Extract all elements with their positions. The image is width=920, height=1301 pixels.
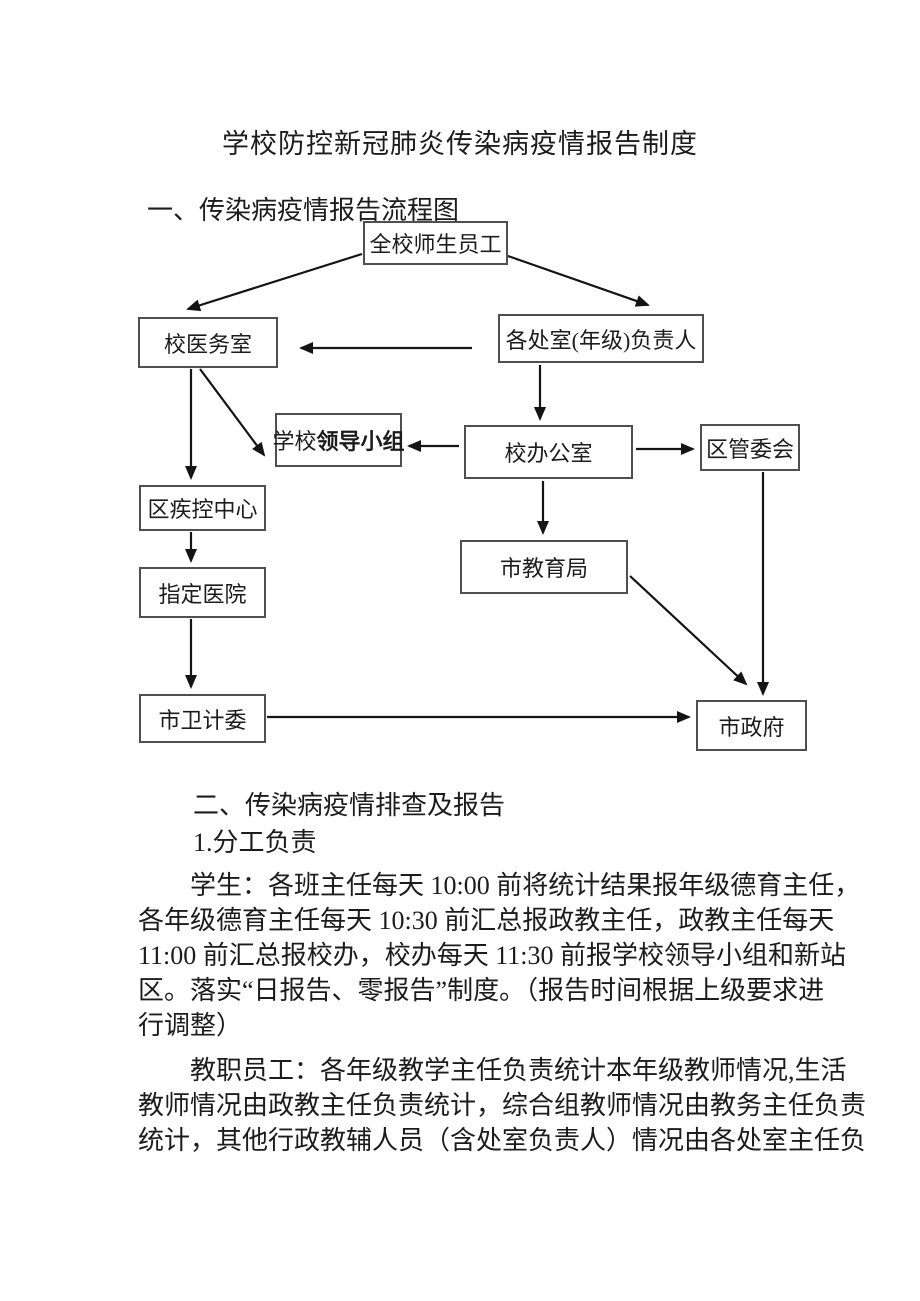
flow-node-district-committee: 区管委会 [700,424,800,471]
flow-node-label: 区管委会 [705,436,794,462]
flow-node-label: 区疾控中心 [147,497,258,522]
para-line: 行调整） [138,1011,243,1040]
flow-node-label: 市教育局 [499,556,588,581]
flow-node-dept-leaders: 各处室(年级)负责人 [498,314,704,363]
paragraph-student: 学生：各班主任每天 10:00 前将统计结果报年级德育主任， 各年级德育主任每天… [138,868,860,1043]
flow-node-label: 各处室(年级)负责人 [505,327,697,353]
para-line: 教职员工：各年级教学主任负责统计本年级教师情况,生活 [190,1056,847,1085]
flow-node-city-government: 市政府 [696,700,807,751]
paragraph-staff: 教职员工：各年级教学主任负责统计本年级教师情况,生活 教师情况由政教主任负责统计… [138,1053,866,1158]
flow-node-label: 校医务室 [163,331,252,357]
flow-node-leadership-group: 学校领导小组 [272,413,405,467]
flow-node-designated-hospital: 指定医院 [139,567,266,618]
subsection-heading: 1.分工负责 [193,828,317,857]
flow-node-all-staff: 全校师生员工 [363,221,508,265]
edge-city-education-bureau-to-city-government [629,575,748,686]
para-line: 各年级德育主任每天 10:30 前汇总报政教主任，政教主任每天 [138,906,835,935]
flow-node-label: 校办公室 [504,441,593,466]
section-2-heading: 二、传染病疫情排查及报告 [193,791,506,820]
flow-node-city-health-commission: 市卫计委 [139,694,266,743]
flowchart-edges-svg [185,252,769,723]
flow-node-school-office: 校办公室 [464,425,633,479]
section-1-heading: 一、传染病疫情报告流程图 [147,196,460,225]
edge-all-staff-to-dept-leaders [507,254,650,307]
document-title: 学校防控新冠肺炎传染病疫情报告制度 [222,129,698,159]
flow-node-label: 市政府 [718,714,785,740]
para-line: 区。落实“日报告、零报告”制度。（报告时间根据上级要求进 [138,976,825,1005]
flow-node-label: 市卫计委 [158,707,247,733]
flow-node-label: 全校师生员工 [369,232,502,257]
flow-node-school-clinic: 校医务室 [138,317,278,368]
edge-all-staff-to-school-clinic [186,252,363,312]
report-flowchart: 全校师生员工 校医务室 各处室(年级)负责人 学校领导小组 校办公室 区管委会 … [138,221,807,751]
flow-node-district-cdc: 区疾控中心 [139,485,266,531]
para-line: 统计，其他行政教辅人员（含处室负责人）情况由各处室主任负 [138,1126,867,1155]
flow-node-label-bold: 领导小组 [316,429,405,454]
para-line: 教师情况由政教主任负责统计，综合组教师情况由教务主任负责 [138,1091,867,1120]
para-line: 学生：各班主任每天 10:00 前将统计结果报年级德育主任， [190,871,861,900]
flow-node-label: 指定医院 [158,581,247,607]
para-line: 11:00 前汇总报校办，校办每天 11:30 前报学校领导小组和新站 [138,941,847,970]
edge-school-clinic-to-leadership-group [199,368,266,457]
flow-node-city-education-bureau: 市教育局 [460,540,628,594]
flow-node-label: 学校 [272,429,317,454]
